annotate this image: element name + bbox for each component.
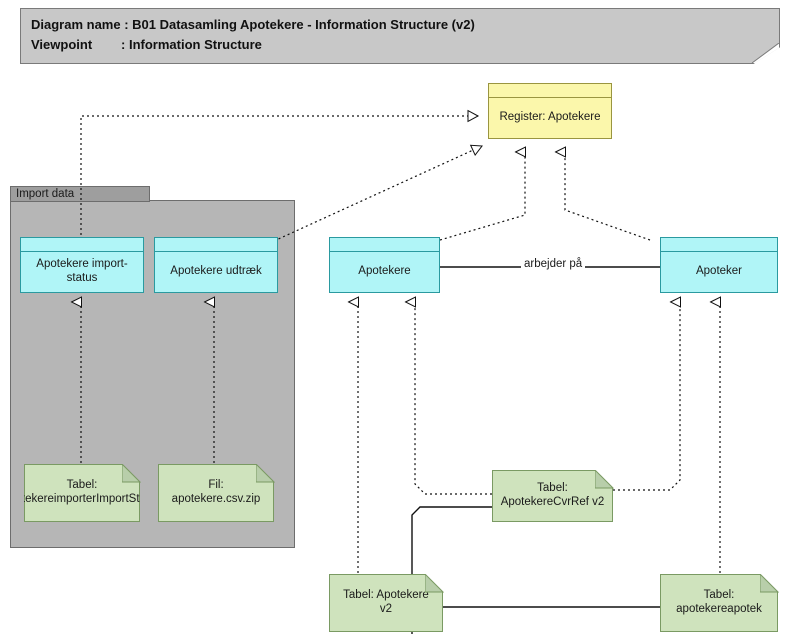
viewpoint-line: Viewpoint : Information Structure xyxy=(31,37,262,52)
node-tabel-apotekerecvrref-v2[interactable]: Tabel: ApotekereCvrRef v2 xyxy=(492,470,613,522)
title-fold-corner-icon xyxy=(751,43,779,63)
group-import-data-tab: Import data xyxy=(10,186,150,202)
node-tabel-apotekere-v2[interactable]: Tabel: Apotekere v2 xyxy=(329,574,443,632)
diagram-name-line: Diagram name : B01 Datasamling Apotekere… xyxy=(31,17,475,32)
node-apotekere-import-status[interactable]: Apotekere import-status xyxy=(20,237,144,293)
node-apotekere-import-status-strip xyxy=(21,238,143,252)
node-tabel-apotekerecvrref-v2-label: Tabel: ApotekereCvrRef v2 xyxy=(500,482,605,508)
node-tabel-apotekereimporterimportstatus-label: Tabel: apotekereimporterImportStatus xyxy=(2,479,162,505)
node-apotekere-udtraek-strip xyxy=(155,238,277,252)
group-import-data-label: Import data xyxy=(16,188,75,200)
node-fil-apotekere-csv-zip[interactable]: Fil: apotekere.csv.zip xyxy=(158,464,274,522)
node-apoteker-label: Apoteker xyxy=(695,265,743,278)
edge-label-arbejder-paa: arbejder på xyxy=(521,258,586,270)
viewpoint-text: Viewpoint : Information Structure xyxy=(31,37,262,52)
node-register-apotekere-strip xyxy=(489,84,611,98)
node-tabel-apotekereapotek-label: Tabel: apotekereapotek xyxy=(676,589,762,615)
node-apoteker-strip xyxy=(661,238,777,252)
node-apoteker[interactable]: Apoteker xyxy=(660,237,778,293)
node-tabel-apotekereimporterimportstatus[interactable]: Tabel: apotekereimporterImportStatus xyxy=(24,464,140,522)
node-tabel-apotekere-v2-label: Tabel: Apotekere v2 xyxy=(343,589,429,615)
node-apotekere-udtraek[interactable]: Apotekere udtræk xyxy=(154,237,278,293)
diagram-name-text: Diagram name : B01 Datasamling Apotekere… xyxy=(31,17,475,32)
node-register-apotekere-label: Register: Apotekere xyxy=(499,111,601,124)
node-apotekere-strip xyxy=(330,238,439,252)
edge-cvrref-to-apoteker xyxy=(613,302,680,491)
edge-cvrref-to-apotekere xyxy=(415,302,492,495)
node-tabel-apotekereapotek[interactable]: Tabel: apotekereapotek xyxy=(660,574,778,632)
edge-udtraek-to-register xyxy=(273,144,483,242)
node-apotekere[interactable]: Apotekere xyxy=(329,237,440,293)
node-apotekere-label: Apotekere xyxy=(358,265,411,278)
diagram-title-block: Diagram name : B01 Datasamling Apotekere… xyxy=(20,8,780,64)
node-fil-apotekere-csv-zip-label: Fil: apotekere.csv.zip xyxy=(171,479,261,505)
node-apotekere-import-status-label: Apotekere import-status xyxy=(36,258,128,284)
edge-apoteker-to-register xyxy=(565,152,651,241)
edge-apotekere-to-register xyxy=(439,152,525,241)
node-apotekere-udtraek-label: Apotekere udtræk xyxy=(170,265,262,278)
node-register-apotekere[interactable]: Register: Apotekere xyxy=(488,83,612,139)
